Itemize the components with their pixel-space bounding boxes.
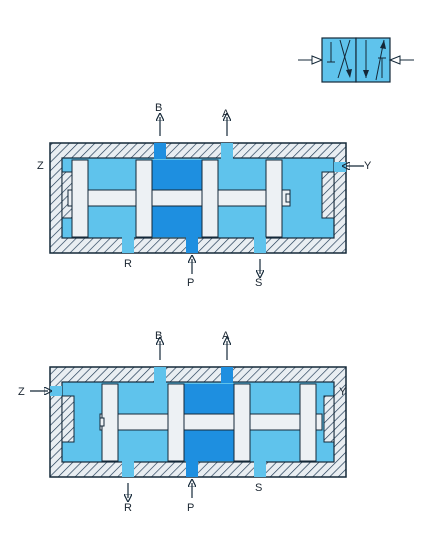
port-p-channel (186, 461, 198, 477)
spool-land (167, 383, 185, 462)
port-a-channel (221, 367, 233, 383)
symbol-pilot-right-icon (388, 55, 401, 65)
spool-end (99, 417, 105, 427)
port-y-channel (334, 162, 346, 172)
spool-land (71, 159, 89, 238)
port-z-channel (50, 386, 62, 396)
port-r-channel (122, 461, 134, 477)
port-s-channel (254, 237, 266, 253)
port-p-channel (186, 237, 198, 253)
port-b-label: B (155, 330, 162, 342)
symbol-pilot-left-icon (311, 55, 324, 65)
spool-shaft (99, 413, 323, 431)
port-r-label: R (124, 502, 132, 514)
arrow-down-icon (363, 70, 369, 78)
valve-symbol (298, 37, 414, 83)
spool-end (285, 193, 291, 203)
port-z-label: Z (37, 160, 44, 172)
symbol-box-right (355, 37, 391, 83)
port-r-label: R (124, 258, 132, 270)
port-b-channel (154, 367, 166, 383)
end-cap-left (61, 395, 75, 443)
end-cap-right (321, 171, 335, 219)
port-y-label: Y (339, 386, 347, 398)
port-r-channel (122, 237, 134, 253)
valve-position-2: B A Z Y R P S (18, 330, 347, 514)
port-a-channel (221, 143, 233, 159)
port-a-label: A (222, 108, 230, 120)
spool-land (299, 383, 317, 462)
port-s-label: S (255, 277, 262, 289)
spool-land (265, 159, 283, 238)
spool-land (135, 159, 153, 238)
end-cap-right (323, 395, 335, 443)
port-b-label: B (155, 102, 162, 114)
port-s-channel (254, 461, 266, 477)
port-y-label: Y (364, 160, 372, 172)
spool-land (201, 159, 219, 238)
port-b-channel (154, 143, 166, 159)
port-a-label: A (222, 330, 230, 342)
arrow-down-icon (346, 69, 352, 78)
port-s-label: S (255, 482, 262, 494)
port-p-label: P (187, 502, 194, 514)
port-z-label: Z (18, 386, 25, 398)
spool-shaft (67, 189, 291, 207)
arrow-up-icon (380, 40, 386, 49)
spool-land (233, 383, 251, 462)
valve-position-1: B A Z Y R P S (37, 102, 372, 289)
port-p-label: P (187, 277, 194, 289)
